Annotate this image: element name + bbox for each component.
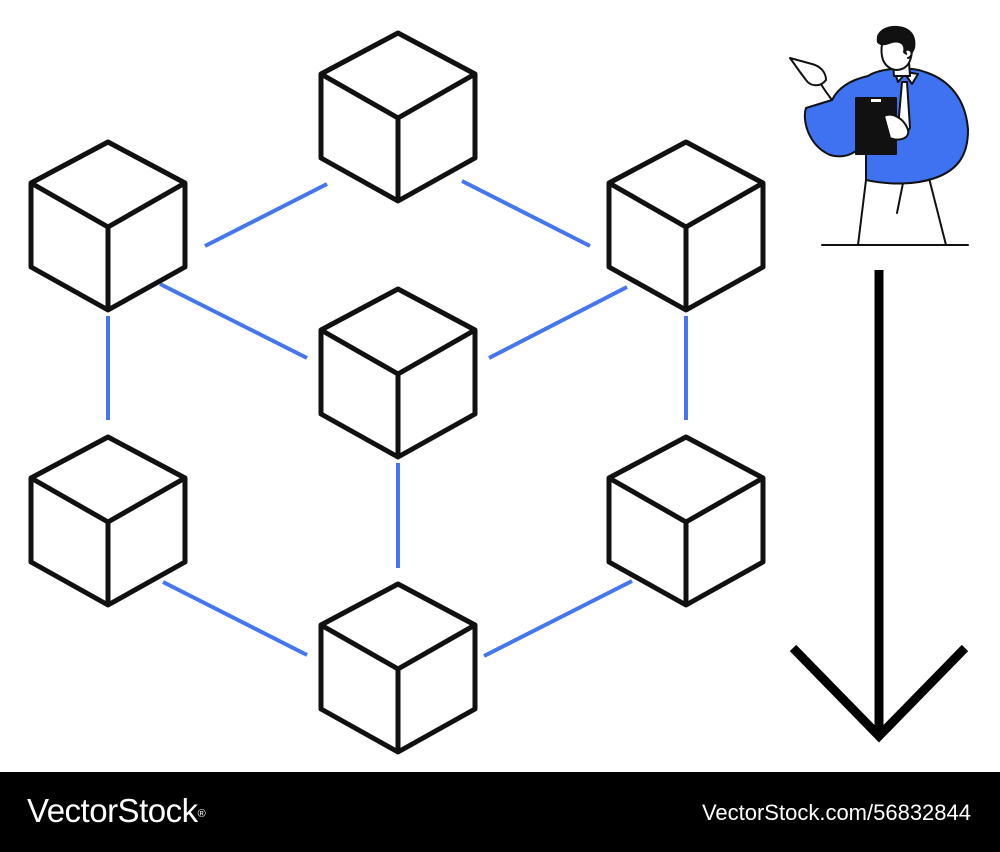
down-arrow-icon (789, 270, 969, 743)
right-hand (883, 113, 910, 141)
brand-registered-mark: ® (197, 808, 206, 820)
block-cube-lower-right (609, 437, 763, 605)
block-cube-top (321, 33, 475, 201)
brand-name: VectorStock (27, 792, 198, 829)
block-cube-upper-right (609, 142, 763, 310)
pointing-hand (789, 57, 827, 87)
connector-line (204, 182, 328, 248)
legs (857, 177, 947, 246)
block-cube-bottom (321, 584, 475, 752)
connector-line (488, 285, 628, 360)
connector-line (162, 580, 308, 657)
image-id-text: VectorStock.com/56832844 (701, 800, 971, 825)
block-cube-lower-left (31, 437, 185, 605)
person-figure (789, 25, 969, 246)
blockchain-illustration (0, 25, 969, 772)
ear (905, 48, 913, 59)
clipboard-clip (869, 97, 883, 104)
block-cube-center (321, 289, 475, 457)
vectorstock-logo: VectorStock® (27, 791, 206, 831)
connector-line (461, 179, 591, 248)
watermark-footer: VectorStock® VectorStock.com/56832844 (0, 772, 1000, 852)
connector-line (159, 282, 308, 360)
connector-line (483, 579, 633, 658)
block-connectors (106, 179, 688, 658)
